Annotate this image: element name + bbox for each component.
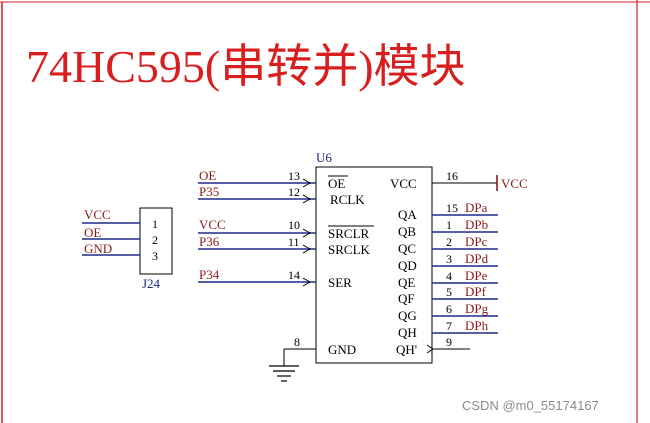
label-srclk: SRCLK [328, 242, 371, 257]
label-ser: SER [328, 275, 352, 290]
pin-num-10: 10 [288, 218, 300, 232]
output-net: DPa [465, 200, 488, 215]
output-net: DPc [465, 234, 488, 249]
connector-pin-2: 2 [152, 233, 158, 247]
output-pin-num: 5 [446, 285, 452, 299]
output-qd: QD 3 DPd [398, 251, 498, 273]
output-net: DPh [465, 318, 489, 333]
output-label: QG [398, 308, 417, 323]
output-net: DPg [465, 301, 489, 316]
watermark: CSDN @m0_55174167 [462, 398, 599, 413]
net-vcc-power: VCC [501, 176, 528, 191]
qh-prime-marker [426, 344, 434, 354]
clock-marker-14 [302, 277, 312, 287]
chip-ref: U6 [316, 150, 332, 165]
label-oe: OE [328, 176, 345, 191]
net-vcc-srclr: VCC [199, 217, 226, 232]
pin-num-14: 14 [288, 268, 300, 282]
output-label: QB [398, 224, 416, 239]
output-qc: QC 2 DPc [398, 234, 498, 256]
pin-num-9: 9 [446, 335, 452, 349]
clock-marker-13 [302, 178, 312, 188]
connector-pin-3: 3 [152, 249, 158, 263]
label-gnd: GND [328, 342, 356, 357]
pin-num-16: 16 [446, 169, 458, 183]
output-qb: QB 1 DPb [398, 217, 498, 239]
pin-num-11: 11 [288, 235, 300, 249]
connector-net-oe: OE [84, 225, 101, 240]
output-label: QH [398, 325, 417, 340]
connector-j24: J24 1 2 3 VCC OE GND [82, 207, 173, 291]
pin-num-13: 13 [288, 169, 300, 183]
output-label: QE [398, 275, 415, 290]
label-srclr: SRCLR [328, 226, 370, 241]
output-qa: QA 15 DPa [398, 200, 498, 222]
output-qe: QE 4 DPe [398, 268, 498, 290]
clock-marker-11 [302, 244, 312, 254]
output-label: QF [398, 291, 415, 306]
chip-body [315, 166, 433, 364]
output-net: DPf [465, 284, 487, 299]
pin-num-12: 12 [288, 185, 300, 199]
output-pin-num: 4 [446, 269, 452, 283]
connector-pin-1: 1 [152, 217, 158, 231]
output-pin-num: 15 [446, 201, 458, 215]
net-oe: OE [199, 168, 216, 183]
net-p34: P34 [199, 267, 220, 282]
output-label: QA [398, 207, 417, 222]
connector-net-vcc: VCC [84, 207, 111, 222]
clock-marker-12 [302, 194, 312, 204]
label-qh-prime: QH' [396, 342, 417, 357]
ground-icon [269, 365, 299, 382]
output-net: DPd [465, 251, 489, 266]
output-label: QD [398, 258, 417, 273]
output-pin-num: 1 [446, 218, 452, 232]
output-qf: QF 5 DPf [398, 284, 498, 306]
chip-u6: U6 OE P35 VCC P36 P34 13 12 10 11 14 OE … [198, 150, 528, 382]
output-pin-num: 7 [446, 319, 452, 333]
output-net: DPe [465, 268, 488, 283]
pin-num-8: 8 [294, 335, 300, 349]
label-rclk: RCLK [330, 192, 365, 207]
output-pin-num: 6 [446, 302, 452, 316]
output-label: QC [398, 241, 416, 256]
connector-body [139, 207, 173, 275]
output-net: DPb [465, 217, 488, 232]
connector-net-gnd: GND [84, 241, 112, 256]
net-p35: P35 [199, 184, 219, 199]
page-title: 74HC595(串转并)模块 [26, 41, 466, 92]
net-p36: P36 [199, 234, 220, 249]
output-qh: QH 7 DPh [398, 318, 498, 340]
connector-ref: J24 [142, 276, 161, 291]
clock-marker-10 [302, 228, 312, 238]
output-qg: QG 6 DPg [398, 301, 498, 323]
output-pin-num: 2 [446, 235, 452, 249]
output-pin-num: 3 [446, 252, 452, 266]
label-vcc: VCC [390, 176, 417, 191]
